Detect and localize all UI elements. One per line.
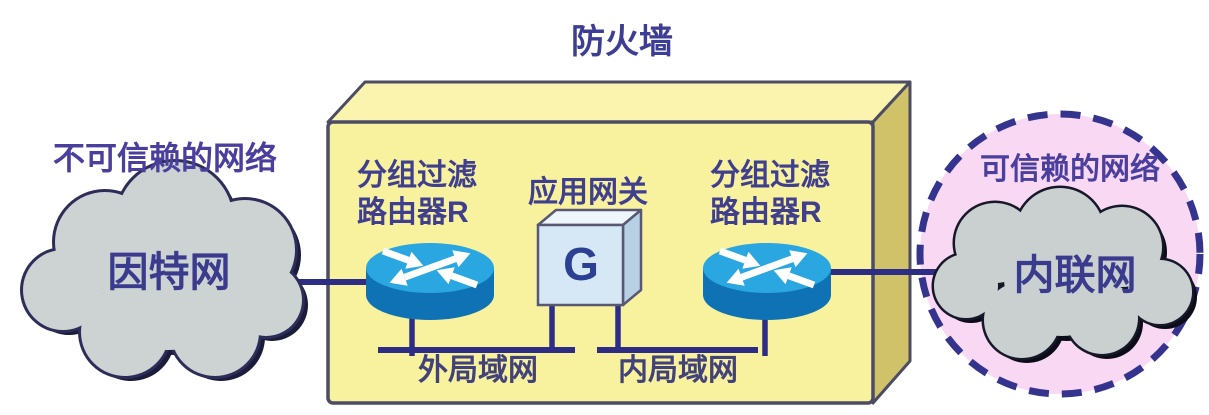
internet-cloud <box>20 159 308 381</box>
inner-lan-label: 内局域网 <box>618 354 738 387</box>
router-right-label-line2: 路由器R <box>710 196 822 229</box>
application-gateway-box <box>536 208 643 307</box>
router-left-label-line2: 路由器R <box>357 196 469 229</box>
packet-filter-router-left-icon <box>366 243 494 320</box>
packet-filter-router-right-label: 分组过滤 路由器R <box>710 157 830 231</box>
router-left-label-line1: 分组过滤 <box>357 159 477 192</box>
firewall-box-top-face <box>326 80 912 124</box>
firewall-box-right-face <box>871 80 912 405</box>
application-gateway-label: 应用网关 <box>528 176 648 209</box>
packet-filter-router-left-label: 分组过滤 路由器R <box>357 157 477 231</box>
untrusted-network-label: 不可信赖的网络 <box>52 140 278 176</box>
internet-cloud-label: 因特网 <box>107 249 231 295</box>
application-gateway-letter: G <box>563 238 599 290</box>
trusted-network-label: 可信赖的网络 <box>980 153 1160 186</box>
router-right-label-line1: 分组过滤 <box>710 159 830 192</box>
packet-filter-router-right-icon <box>703 243 831 320</box>
intranet-cloud-label: 内联网 <box>1013 252 1137 298</box>
outer-lan-label: 外局域网 <box>418 354 538 387</box>
intranet-cloud <box>931 185 1197 363</box>
firewall-title: 防火墙 <box>571 23 673 61</box>
